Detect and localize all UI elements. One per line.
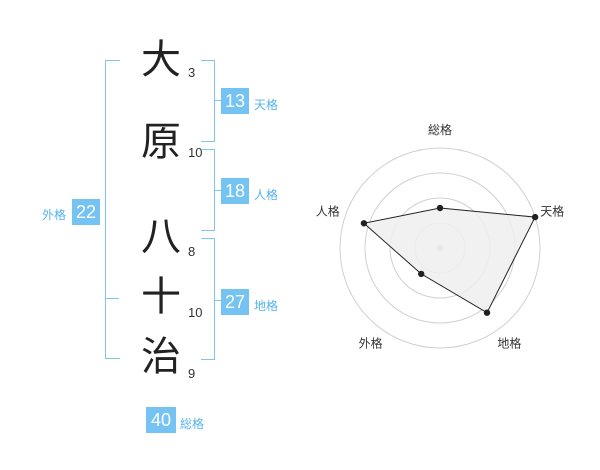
jinkaku-bracket-tick xyxy=(214,190,221,191)
radar-axis-label-4: 外格 xyxy=(359,335,383,350)
radar-axis-label-5: 人格 xyxy=(316,204,340,219)
jinkaku-label: 人格 xyxy=(254,188,279,202)
chikaku-bracket-tick xyxy=(214,300,221,301)
chikaku-value-box: 27 xyxy=(221,289,249,315)
stroke-count-5: 9 xyxy=(188,366,196,381)
stroke-count-3: 8 xyxy=(188,244,196,259)
tenkaku-value-box: 13 xyxy=(221,88,249,114)
tenkaku-bracket xyxy=(201,60,215,142)
radar-point-2 xyxy=(531,213,539,221)
radar-point-4 xyxy=(417,270,425,278)
name-char-5: 治 xyxy=(141,334,181,380)
tenkaku-bracket-tick xyxy=(214,100,221,101)
stroke-count-4: 10 xyxy=(188,305,203,320)
soukaku-value-box: 40 xyxy=(146,407,176,433)
jinkaku-value-box: 18 xyxy=(221,178,249,204)
gaikaku-value-box: 22 xyxy=(72,199,100,225)
radar-point-5 xyxy=(360,220,368,227)
radar-axis-label-1: 総格 xyxy=(428,122,452,137)
radar-point-1 xyxy=(436,204,444,212)
radar-axis-label-2: 天格 xyxy=(540,204,564,219)
name-char-4: 十 xyxy=(141,274,181,320)
chikaku-label: 地格 xyxy=(254,299,279,313)
radar-points xyxy=(360,204,539,316)
stroke-count-1: 3 xyxy=(188,65,196,80)
gaikaku-bracket xyxy=(105,60,120,359)
radar-area xyxy=(362,207,536,314)
gaikaku-label: 外格 xyxy=(42,208,67,222)
jinkaku-bracket xyxy=(201,149,215,231)
name-char-2: 原 xyxy=(141,119,181,165)
radar-point-3 xyxy=(483,309,491,316)
stroke-count-2: 10 xyxy=(188,145,203,160)
chikaku-bracket xyxy=(201,238,215,360)
radar-axis-label-3: 地格 xyxy=(497,335,521,350)
name-char-1: 大 xyxy=(141,37,181,83)
soukaku-label: 総格 xyxy=(180,417,205,431)
radar-ring-4 xyxy=(339,147,541,349)
name-char-3: 八 xyxy=(141,214,181,260)
gaikaku-bracket-split xyxy=(105,298,119,299)
tenkaku-label: 天格 xyxy=(254,98,279,112)
